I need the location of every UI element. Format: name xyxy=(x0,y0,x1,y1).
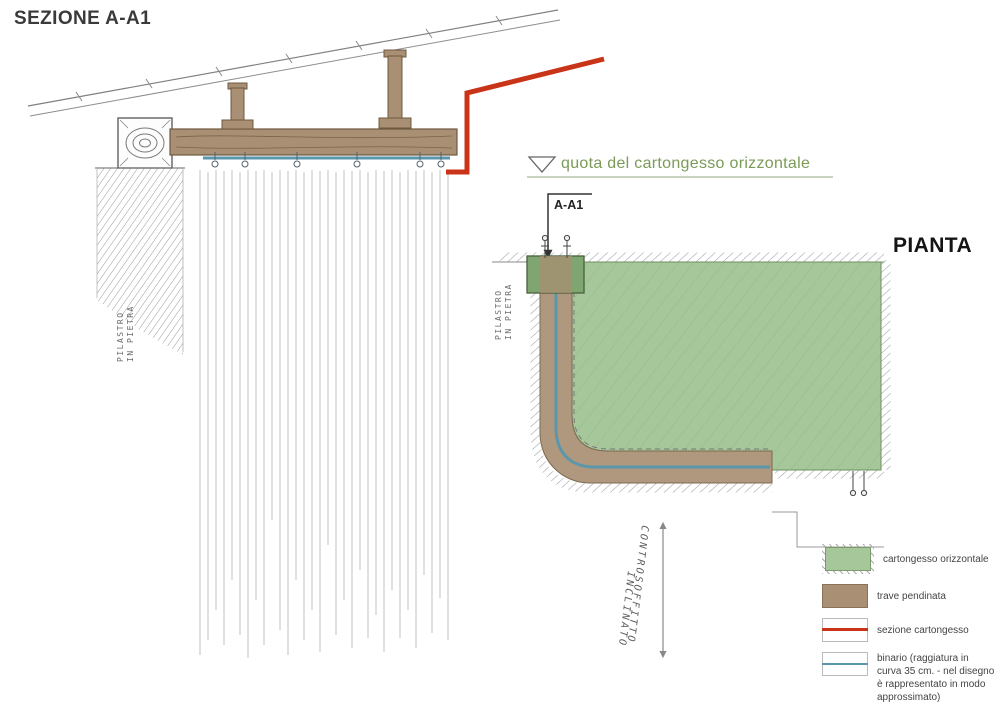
level-marker-triangle-icon xyxy=(527,156,557,173)
green-swatch xyxy=(825,547,871,571)
pilastro-label-line2: IN PIETRA xyxy=(504,283,513,340)
pilastro-label-plan: PILASTRO IN PIETRA xyxy=(494,283,514,340)
quota-annotation xyxy=(527,156,833,178)
section-marker-label: A-A1 xyxy=(554,198,584,212)
plan-pillar-block xyxy=(526,255,585,294)
blue-line-swatch xyxy=(822,652,868,676)
roof-lines xyxy=(27,9,561,117)
wall-step-line xyxy=(772,511,884,548)
wooden-beam xyxy=(169,128,458,156)
pilastro-label-line2: IN PIETRA xyxy=(126,305,135,362)
section-drawing xyxy=(27,9,605,658)
plan-title: PIANTA xyxy=(893,234,973,257)
legend-item-sezione-cartongesso: sezione cartongesso xyxy=(822,618,998,642)
roof-tick-marks xyxy=(75,15,503,102)
legend-item-binario: binario (raggiatura in curva 35 cm. - ne… xyxy=(822,652,998,704)
legend-label: binario (raggiatura in curva 35 cm. - ne… xyxy=(877,653,995,703)
legend-item-trave-pendinata: trave pendinata xyxy=(822,584,998,608)
anchor-pin-icons-top xyxy=(541,234,571,258)
drywall-curtain-lines xyxy=(199,170,449,658)
legend: cartongesso orizzontale trave pendinata … xyxy=(822,544,998,714)
quota-label: quota del cartongesso orizzontale xyxy=(561,155,811,172)
stone-pillar-block xyxy=(117,117,173,169)
pilastro-label-section: PILASTRO IN PIETRA xyxy=(116,305,136,362)
legend-item-cartongesso-orizzontale: cartongesso orizzontale xyxy=(822,544,998,574)
plan-drawing xyxy=(492,234,891,659)
legend-label: cartongesso orizzontale xyxy=(883,553,989,565)
brown-swatch xyxy=(822,584,868,608)
hanger-posts xyxy=(221,49,412,130)
legend-label: trave pendinata xyxy=(877,590,946,602)
green-swatch-hatch-border xyxy=(822,544,874,574)
section-title: SEZIONE A-A1 xyxy=(14,8,152,29)
pillar-hatching xyxy=(95,167,185,355)
anchor-pin-icons-end xyxy=(849,471,868,497)
plan-boundary-hatching xyxy=(500,252,891,493)
drywall-section-red-line xyxy=(446,56,605,175)
pilastro-label-line1: PILASTRO xyxy=(494,289,503,340)
legend-label: sezione cartongesso xyxy=(877,624,969,636)
hook-icons xyxy=(211,152,445,168)
pilastro-label-line1: PILASTRO xyxy=(116,311,125,362)
red-line-swatch xyxy=(822,618,868,642)
track-line-plan xyxy=(554,268,770,469)
